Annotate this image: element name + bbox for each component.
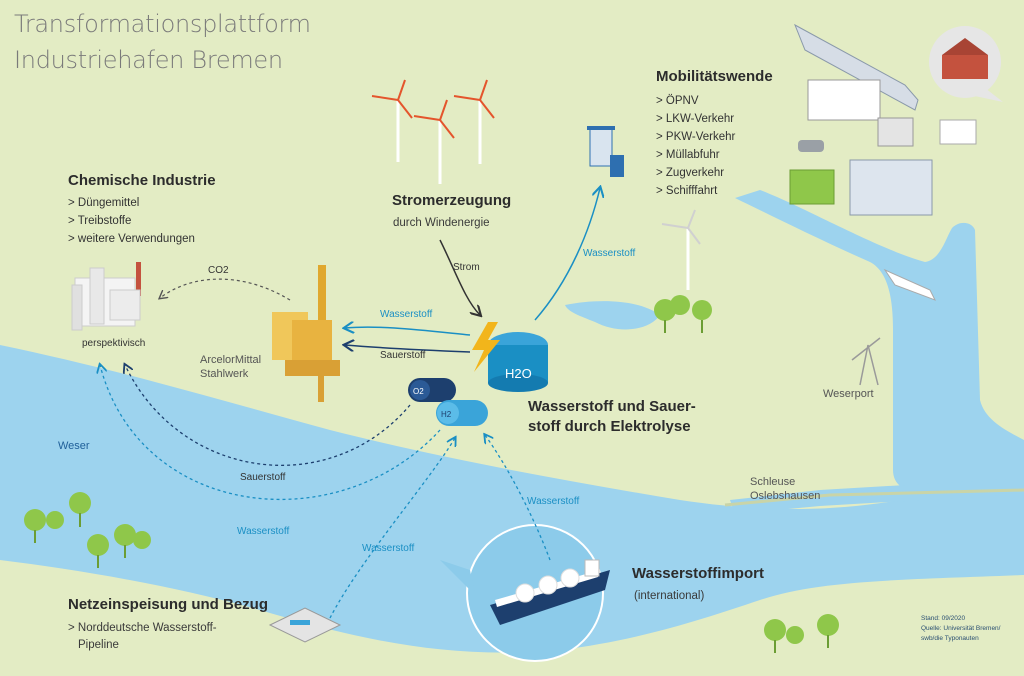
co2-arrow	[160, 278, 291, 301]
lake	[565, 301, 660, 330]
h2-mobility-arrow	[534, 188, 600, 321]
import-sub: (international)	[634, 590, 705, 602]
o2-steel-arrow	[345, 345, 471, 353]
netz-heading: Netzeinspeisung und Bezug	[68, 596, 269, 613]
schleuse-label-1: Schleuse	[750, 476, 796, 488]
weser-river	[0, 345, 1024, 653]
oxygen-tank-icon	[408, 378, 456, 402]
h2-import-label: Wasserstoff	[527, 496, 580, 507]
strom-arrow	[439, 239, 480, 315]
list-item: > Zugverkehr	[656, 167, 725, 179]
h2-steel-arrow	[345, 327, 471, 336]
crane-icon	[851, 337, 881, 386]
electrolysis-tank-icon	[472, 322, 548, 392]
wind-turbines-icon	[396, 100, 690, 290]
list-item: > Treibstoffe	[68, 215, 132, 227]
h2-pipeline-arrow	[329, 438, 455, 619]
list-item: > Düngemittel	[68, 197, 140, 209]
list-item: > Schifffahrt	[656, 185, 718, 197]
list-item: > weitere Verwendungen	[68, 233, 195, 245]
chemie-list: > Düngemittel > Treibstoffe > weitere Ve…	[68, 194, 195, 248]
list-item: > PKW-Verkehr	[656, 131, 736, 143]
h2-mobility-label: Wasserstoff	[583, 248, 636, 259]
list-item: > LKW-Verkehr	[656, 113, 735, 125]
mobil-heading: Mobilitätswende	[656, 68, 773, 85]
chemical-plant-icon	[71, 262, 141, 331]
weser-label: Weser	[58, 440, 90, 452]
strom-sub: durch Windenergie	[393, 217, 490, 229]
elektrolyse-heading-1: Wasserstoff und Sauer-	[528, 398, 696, 415]
pipeline-station-icon	[268, 607, 342, 643]
netz-line2: Pipeline	[78, 639, 119, 651]
hydrogen-station-icon	[587, 126, 624, 177]
chemie-note: perspektivisch	[82, 338, 146, 349]
vehicles-icon	[789, 23, 977, 216]
title-line1: Transformationsplattform	[14, 10, 311, 38]
o2-steel-label: Sauerstoff	[380, 350, 426, 361]
netz-line1: > Norddeutsche Wasserstoff-	[68, 622, 217, 634]
trees-icon	[24, 295, 839, 644]
list-item: > ÖPNV	[656, 95, 699, 107]
weserport-label: Weserport	[823, 388, 874, 400]
o2-tank-label: O2	[413, 387, 424, 396]
harbour-basin	[735, 190, 1024, 492]
list-item: > Müllabfuhr	[656, 149, 720, 161]
co2-label: CO2	[208, 265, 229, 276]
tank-label: H2O	[505, 366, 532, 381]
h2-steel-label: Wasserstoff	[380, 309, 433, 320]
h2-chem-label: Wasserstoff	[237, 526, 290, 537]
schleuse-channel	[730, 478, 1024, 514]
steel-plant-icon	[272, 265, 340, 402]
mobil-list: > ÖPNV > LKW-Verkehr > PKW-Verkehr > Mül…	[656, 92, 735, 200]
h2-chem-arrow	[100, 365, 441, 500]
h2-import-arrow	[485, 435, 551, 561]
h2-pipeline-label: Wasserstoff	[362, 543, 415, 554]
o2-chem-arrow	[125, 365, 411, 466]
credits-line3: swb/die Typonauten	[921, 635, 979, 642]
h2-tank-label: H2	[441, 410, 452, 419]
strom-arrow-label: Strom	[453, 262, 480, 273]
import-heading: Wasserstoffimport	[632, 565, 764, 582]
credits-line1: Stand: 09/2020	[921, 615, 966, 622]
credits-line2: Quelle: Universität Bremen/	[921, 625, 1001, 632]
o2-chem-label: Sauerstoff	[240, 472, 286, 483]
elektrolyse-heading-2: stoff durch Elektrolyse	[528, 418, 691, 435]
stahl-label-1: ArcelorMittal	[200, 354, 262, 366]
ferry-icon	[883, 268, 937, 301]
stahl-label-2: Stahlwerk	[200, 368, 249, 380]
strom-heading: Stromerzeugung	[392, 192, 512, 209]
tanker-ship-icon	[490, 559, 610, 625]
hydrogen-tank-icon	[436, 400, 488, 426]
title-line2: Industriehafen Bremen	[14, 46, 283, 74]
chemie-heading: Chemische Industrie	[68, 172, 216, 189]
schleuse-label-2: Oslebshausen	[750, 490, 821, 502]
